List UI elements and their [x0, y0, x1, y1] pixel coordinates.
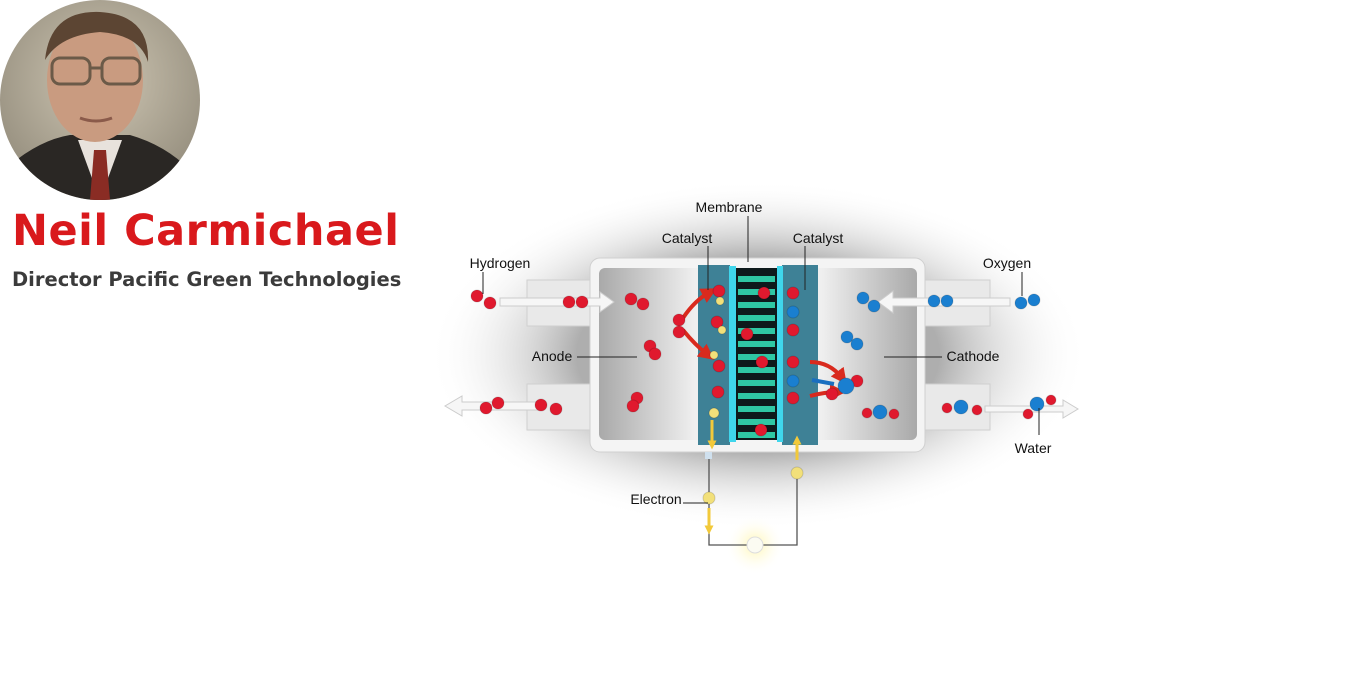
label-water: Water — [1015, 440, 1052, 456]
membrane-bar — [738, 406, 775, 412]
oxygen-atom — [1029, 396, 1045, 412]
hydrogen-atom — [549, 402, 563, 416]
hydrogen-atom — [888, 408, 900, 420]
label-oxygen: Oxygen — [983, 255, 1031, 271]
membrane-bar — [738, 393, 775, 399]
oxygen-atom — [872, 404, 888, 420]
hydrogen-atom — [825, 387, 839, 401]
hydrogen-atom — [483, 296, 497, 310]
diagram-labels: Membrane Catalyst Catalyst Hydrogen Oxyg… — [470, 199, 1052, 507]
membrane — [729, 266, 783, 442]
hydrogen-atom — [712, 359, 726, 373]
hydrogen-atom — [710, 315, 724, 329]
oxygen-arrow — [811, 378, 835, 386]
electron — [715, 296, 725, 306]
electron — [717, 325, 727, 335]
hydrogen-atom — [624, 292, 638, 306]
hydrogen-atom — [562, 295, 576, 309]
membrane-bar — [738, 276, 775, 282]
hydrogen-atom — [740, 327, 754, 341]
electron — [708, 407, 720, 419]
hydrogen-atom — [861, 407, 873, 419]
hydrogen-atom — [755, 355, 769, 369]
hydrogen-atom — [712, 284, 726, 298]
hydrogen-atom — [786, 323, 800, 337]
hydrogen-atom — [626, 399, 640, 413]
hydrogen-atom — [575, 295, 589, 309]
person-name: Neil Carmichael — [12, 206, 400, 256]
hydrogen-atom — [786, 355, 800, 369]
label-membrane: Membrane — [696, 199, 763, 215]
oxygen-atom — [786, 374, 800, 388]
molecules — [470, 284, 1057, 505]
external-circuit — [704, 420, 802, 575]
oxygen-atom — [837, 377, 855, 395]
label-anode: Anode — [532, 348, 573, 364]
electron — [709, 350, 719, 360]
person-title: Director Pacific Green Technologies — [12, 268, 402, 291]
reaction-arrows — [681, 288, 847, 401]
hydrogen-atom — [786, 286, 800, 300]
hydrogen-atom — [470, 289, 484, 303]
hydrogen-atom — [711, 385, 725, 399]
light-bulb — [746, 536, 764, 554]
oxygen-atom — [927, 294, 941, 308]
hydrogen-atom — [479, 401, 493, 415]
hydrogen-atom — [534, 398, 548, 412]
membrane-bar — [738, 341, 775, 347]
oxygen-atom — [1014, 296, 1028, 310]
oxygen-atom — [850, 337, 864, 351]
oxygen-atom — [867, 299, 881, 313]
oxygen-atom — [1027, 293, 1041, 307]
membrane-bar — [738, 302, 775, 308]
hydrogen-atom — [1045, 394, 1057, 406]
membrane-bar — [738, 419, 775, 425]
label-hydrogen: Hydrogen — [470, 255, 531, 271]
hydrogen-atom — [971, 404, 983, 416]
oxygen-atom — [953, 399, 969, 415]
hydrogen-atom — [672, 325, 686, 339]
membrane-bar — [738, 289, 775, 295]
label-cathode: Cathode — [947, 348, 1000, 364]
hydrogen-atom — [786, 391, 800, 405]
membrane-bar — [738, 432, 775, 438]
hydrogen-atom — [491, 396, 505, 410]
hydrogen-atom — [648, 347, 662, 361]
hydrogen-atom — [672, 313, 686, 327]
hydrogen-atom — [757, 286, 771, 300]
membrane-bar — [738, 380, 775, 386]
membrane-bar — [738, 328, 775, 334]
membrane-bar — [738, 367, 775, 373]
hydrogen-atom — [636, 297, 650, 311]
electron — [702, 491, 716, 505]
hydrogen-atom — [754, 423, 768, 437]
label-catalyst-left: Catalyst — [662, 230, 713, 246]
oxygen-atom — [940, 294, 954, 308]
label-catalyst-right: Catalyst — [793, 230, 844, 246]
membrane-bar — [738, 315, 775, 321]
hydrogen-atom — [941, 402, 953, 414]
electron — [790, 466, 804, 480]
label-electron: Electron — [630, 491, 681, 507]
oxygen-atom — [840, 330, 854, 344]
membrane-bar — [738, 354, 775, 360]
hydrogen-atom — [1022, 408, 1034, 420]
portrait-photo — [0, 0, 200, 200]
oxygen-atom — [856, 291, 870, 305]
oxygen-atom — [786, 305, 800, 319]
